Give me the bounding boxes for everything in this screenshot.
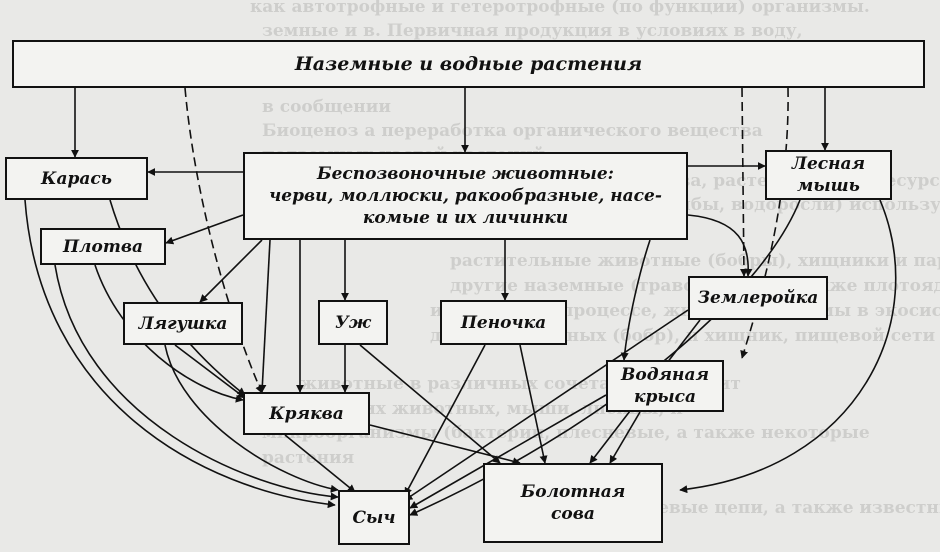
node-invertebrates: Беспозвоночные животные: черви, моллюски…	[243, 152, 688, 240]
arrow-vodyanaya-krysa-sych	[409, 394, 607, 509]
node-plants: Наземные и водные растения	[12, 40, 925, 88]
arrow-invertebrates-vodyanaya-krysa	[620, 239, 651, 361]
node-sych: Сыч	[338, 490, 410, 545]
arrow-invertebrates-zemleroika	[687, 214, 753, 277]
arrow-invertebrates-kryakva-2	[258, 239, 271, 393]
node-vodyanaya-krysa: Водяная крыса	[606, 360, 724, 412]
node-karas: Карась	[5, 157, 148, 200]
node-bolotnaya-sova: Болотная сова	[483, 463, 663, 543]
arrow-invertebrates-plotva	[165, 214, 244, 245]
arrow-zemleroika-sych	[404, 309, 689, 501]
arrow-plants-vodyanaya-krysa	[740, 87, 789, 359]
arrow-lyagushka-sych	[164, 344, 339, 493]
arrow-karas-sych	[24, 199, 336, 509]
arrow-penochka-sych	[404, 344, 486, 496]
node-lesnaya-mysh: Лесная мышь	[765, 150, 892, 200]
arrow-lyagushka-kryakva	[174, 344, 246, 399]
arrow-kryakva-bolotnaya-sova	[369, 424, 521, 466]
arrow-kryakva-sych	[284, 434, 356, 493]
arrow-penochka-bolotnaya-sova	[519, 344, 548, 464]
node-zemleroika: Землеройка	[688, 276, 828, 320]
node-kryakva: Кряква	[243, 392, 370, 435]
arrow-plants-kryakva	[184, 87, 263, 394]
arrow-uzh-bolotnaya-sova	[359, 344, 501, 464]
node-uzh: Уж	[318, 300, 388, 345]
node-penochka: Пеночка	[440, 300, 567, 345]
arrow-plants-zemleroika	[739, 87, 748, 277]
arrow-vodyanaya-krysa-bolotnaya-sova	[609, 411, 641, 464]
arrow-plotva-kryakva	[94, 264, 244, 403]
node-plotva: Плотва	[40, 228, 166, 265]
arrow-lesnaya-mysh-bolotnaya-sova	[679, 199, 897, 494]
arrow-invertebrates-lyagushka	[199, 239, 263, 303]
arrow-plotva-sych	[54, 264, 339, 501]
node-lyagushka: Лягушка	[123, 302, 243, 345]
